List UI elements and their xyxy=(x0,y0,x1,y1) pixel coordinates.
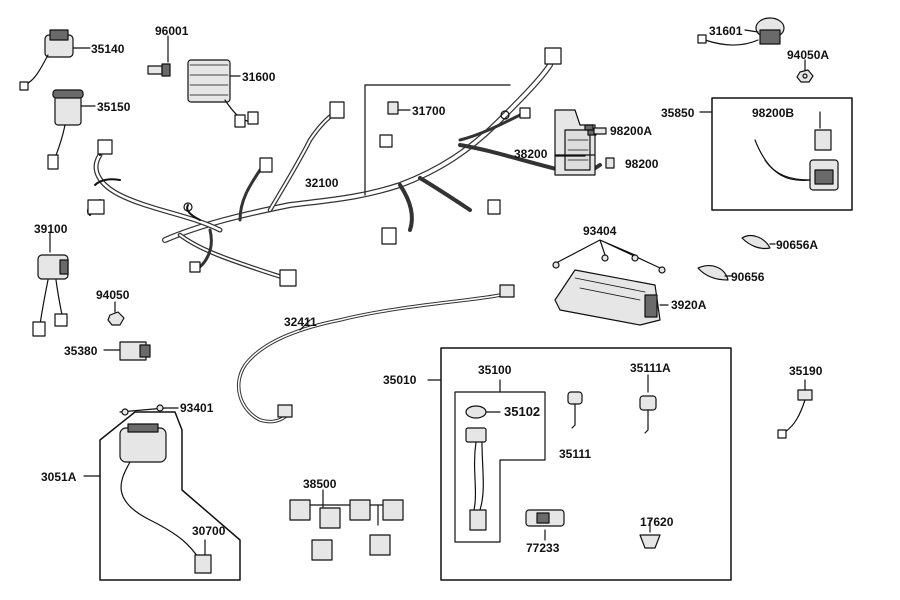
clamp-90656A xyxy=(741,235,776,250)
label-39100: 39100 xyxy=(34,222,68,236)
label-93404: 93404 xyxy=(583,224,617,238)
unit-39100 xyxy=(32,231,69,337)
ignition-35100 xyxy=(465,405,501,531)
nut-94050 xyxy=(107,301,125,326)
label-35100: 35100 xyxy=(478,363,512,377)
label-35190: 35190 xyxy=(789,364,823,378)
label-35111: 35111 xyxy=(559,447,592,461)
label-32411: 32411 xyxy=(284,315,317,329)
regulator-31600 xyxy=(187,59,259,128)
wire-harness-32100 xyxy=(87,47,602,287)
fuse-77233 xyxy=(525,509,565,541)
label-38200: 38200 xyxy=(514,147,548,161)
label-90656: 90656 xyxy=(731,270,765,284)
label-98200: 98200 xyxy=(625,157,659,171)
label-35140: 35140 xyxy=(91,42,125,56)
bolts-93404 xyxy=(552,239,666,274)
label-35150: 35150 xyxy=(97,100,131,114)
label-3051A: 3051A xyxy=(41,470,77,484)
part-17620 xyxy=(639,519,661,549)
label-93401: 93401 xyxy=(180,401,214,415)
nut-94050A xyxy=(796,59,814,83)
ignition-coil-3051A xyxy=(119,423,212,574)
label-94050: 94050 xyxy=(96,288,130,302)
label-35102: 35102 xyxy=(504,404,541,419)
sensor-35190 xyxy=(777,379,813,439)
fuse-box-38200 xyxy=(554,109,615,176)
label-96001: 96001 xyxy=(155,24,189,38)
key-35111A xyxy=(639,374,657,434)
label-31700: 31700 xyxy=(412,104,446,118)
connector-35380 xyxy=(103,341,151,361)
label-94050A: 94050A xyxy=(787,48,830,62)
clamp-90656 xyxy=(697,265,733,281)
cable-32411 xyxy=(236,284,515,424)
label-31600: 31600 xyxy=(242,70,276,84)
label-32100: 32100 xyxy=(305,176,339,190)
label-35850: 35850 xyxy=(661,106,695,120)
relay-35150 xyxy=(47,89,96,170)
label-98200A: 98200A xyxy=(610,124,653,138)
label-17620: 17620 xyxy=(640,515,674,529)
label-30700: 30700 xyxy=(192,524,226,538)
label-98200B: 98200B xyxy=(752,106,795,120)
switch-35140 xyxy=(19,29,91,91)
ecu-3920A xyxy=(554,269,669,326)
bolt-96001 xyxy=(147,35,171,77)
label-38500: 38500 xyxy=(303,477,337,491)
switch-31601 xyxy=(697,17,785,46)
label-90656A: 90656A xyxy=(776,238,819,252)
label-31601: 31601 xyxy=(709,24,743,38)
label-35111A: 35111A xyxy=(630,361,671,375)
label-35010: 35010 xyxy=(383,373,417,387)
label-3920A: 3920A xyxy=(671,298,707,312)
label-35380: 35380 xyxy=(64,344,98,358)
key-35111 xyxy=(567,391,583,429)
bolt-93401 xyxy=(119,404,179,416)
label-77233: 77233 xyxy=(526,541,560,555)
relays-38500 xyxy=(289,489,404,561)
fuse-31700 xyxy=(387,101,411,115)
starter-relay-35850 xyxy=(754,111,839,191)
